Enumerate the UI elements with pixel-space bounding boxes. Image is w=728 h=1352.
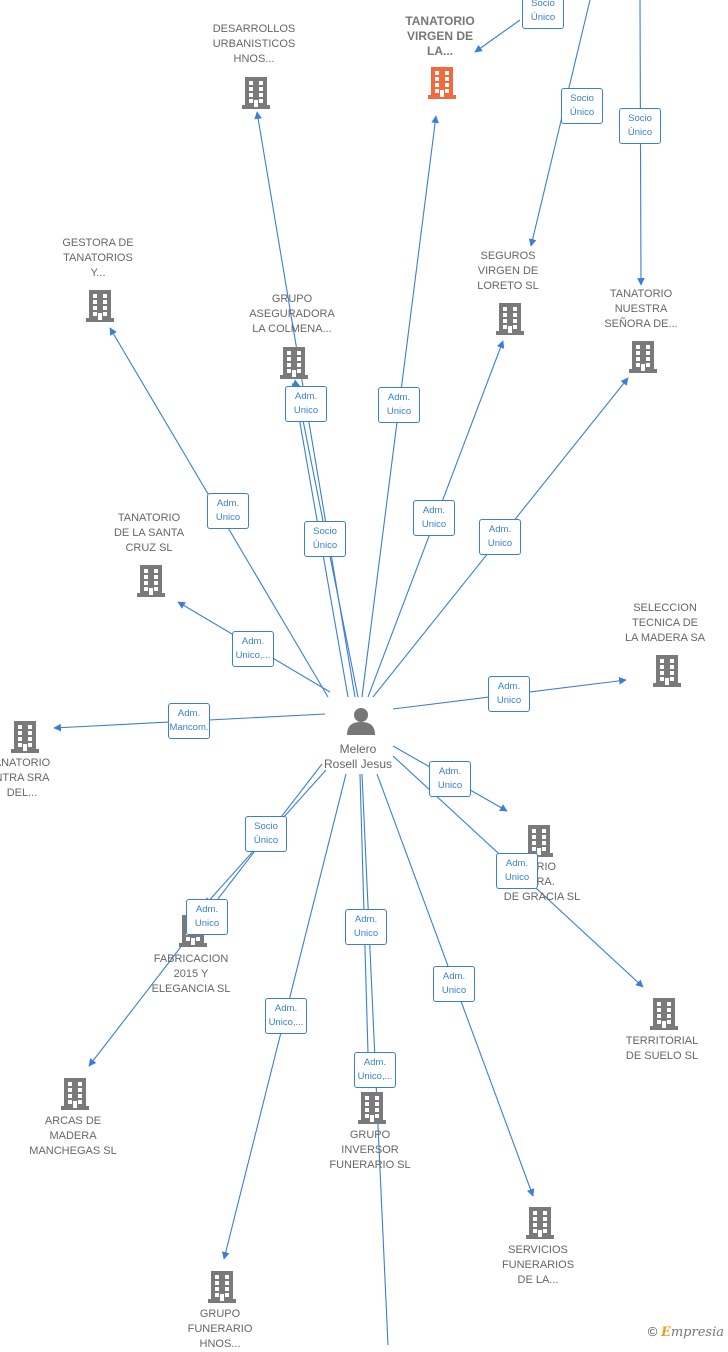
building-icon[interactable]: [11, 721, 39, 753]
building-icon[interactable]: [629, 341, 657, 373]
building-icon[interactable]: [242, 77, 270, 109]
copyright-symbol: ©: [647, 1324, 658, 1339]
company-label-ntra-sra[interactable]: ANATORIO NTRA SRA DEL...: [0, 757, 51, 799]
building-icon[interactable]: [208, 1271, 236, 1303]
brand-name: Empresia: [660, 1325, 724, 1340]
building-icon[interactable]: [61, 1078, 89, 1110]
relation-badge[interactable]: Adm. Unico: [479, 519, 521, 555]
edge-line: [528, 0, 591, 247]
relation-badge[interactable]: Adm. Unico: [433, 966, 475, 1002]
company-label-colmena[interactable]: GRUPO ASEGURADORA LA COLMENA...: [249, 293, 335, 335]
relation-badge[interactable]: Adm. Unico,...: [265, 998, 307, 1034]
company-label-gestora[interactable]: GESTORA DE TANATORIOS Y...: [62, 237, 134, 279]
company-label-seleccion[interactable]: SELECCION TECNICA DE LA MADERA SA: [624, 602, 706, 644]
building-icon[interactable]: [358, 1092, 386, 1124]
relation-badge[interactable]: Adm. Unico: [488, 676, 530, 712]
company-label-grupo-funerario[interactable]: GRUPO FUNERARIO HNOS...: [187, 1308, 253, 1350]
relation-badge[interactable]: Adm. Unico: [186, 899, 228, 935]
company-label-servicios[interactable]: SERVICIOS FUNERARIOS DE LA...: [501, 1244, 575, 1286]
relation-badge[interactable]: Adm. Mancom.: [168, 703, 210, 739]
building-icon[interactable]: [280, 347, 308, 379]
relation-badge[interactable]: Adm. Unico,...: [232, 631, 274, 667]
company-label-desarrollos[interactable]: DESARROLLOS URBANISTICOS HNOS...: [212, 23, 296, 65]
edge-line: [474, 19, 521, 53]
company-label-territorial[interactable]: TERRITORIAL DE SUELO SL: [625, 1035, 699, 1062]
relation-badge[interactable]: Adm. Unico: [496, 853, 538, 889]
relation-badge[interactable]: Adm. Unico: [285, 386, 327, 422]
building-icon[interactable]: [496, 303, 524, 335]
building-icon[interactable]: [653, 655, 681, 687]
company-label-arcas[interactable]: ARCAS DE MADERA MANCHEGAS SL: [29, 1115, 117, 1157]
relation-badge[interactable]: Socio Único: [561, 88, 603, 124]
building-icon[interactable]: [650, 998, 678, 1030]
relation-badge[interactable]: Socio Único: [245, 816, 287, 852]
relation-badge[interactable]: Adm. Unico: [413, 500, 455, 536]
relation-badge[interactable]: Adm. Unico: [378, 387, 420, 423]
company-label-seguros-loreto[interactable]: SEGUROS VIRGEN DE LORETO SL: [477, 250, 539, 292]
company-label-fabricacion[interactable]: FABRICACION 2015 Y ELEGANCIA SL: [151, 953, 231, 995]
relation-badge[interactable]: Socio Único: [619, 108, 661, 144]
relation-badge[interactable]: Socio Único: [522, 0, 564, 29]
relation-badge[interactable]: Adm. Unico,...: [354, 1052, 396, 1088]
building-icon[interactable]: [86, 290, 114, 322]
relation-badge[interactable]: Adm. Unico: [207, 493, 249, 529]
brand-logo: © Empresia: [648, 1324, 724, 1340]
person-name[interactable]: Melero Rosell Jesus: [323, 742, 393, 771]
company-label-inversor[interactable]: GRUPO INVERSOR FUNERARIO SL: [329, 1129, 411, 1171]
relation-badge[interactable]: Socio Único: [304, 521, 346, 557]
building-icon[interactable]: [428, 67, 456, 99]
company-label-tanatorio-nuestra[interactable]: TANATORIO NUESTRA SEÑORA DE...: [604, 288, 678, 330]
company-label-tanatorio-virgen[interactable]: TANATORIO VIRGEN DE LA...: [405, 14, 475, 58]
relation-badge[interactable]: Adm. Unico: [429, 761, 471, 797]
relation-badge[interactable]: Adm. Unico: [345, 909, 387, 945]
building-icon[interactable]: [137, 565, 165, 597]
person-icon: [347, 708, 375, 735]
building-icon[interactable]: [526, 1207, 554, 1239]
company-label-santa-cruz[interactable]: TANATORIO DE LA SANTA CRUZ SL: [113, 512, 185, 554]
